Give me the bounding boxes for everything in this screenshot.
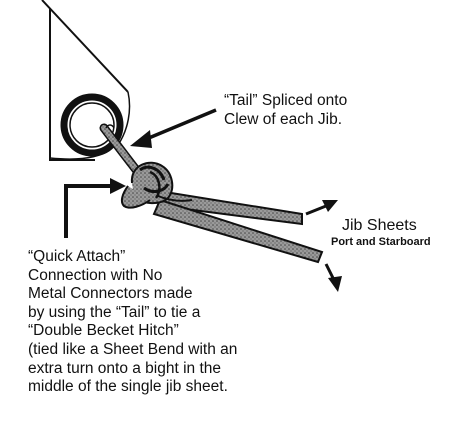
quick-attach-line: by using the “Tail” to tie a — [28, 303, 201, 321]
sheet-arrow-lower — [324, 263, 342, 292]
quick-attach-line: Connection with No — [28, 266, 163, 284]
quick-attach-line: extra turn onto a bight in the — [28, 359, 222, 377]
tail-label: “Tail” Spliced onto Clew of each Jib. — [224, 92, 434, 129]
quick-attach-description: “Quick Attach” Connection with No Metal … — [28, 248, 328, 397]
quick-attach-line: middle of the single jib sheet. — [28, 378, 228, 396]
quick-attach-line: “Quick Attach” — [28, 248, 126, 265]
sail-clew — [41, 0, 131, 161]
quick-attach-line: (tied like a Sheet Bend with an — [28, 340, 238, 358]
quick-attach-line: “Double Becket Hitch” — [28, 322, 179, 340]
knot-arrow — [64, 178, 126, 238]
tail-label-line2: Clew of each Jib. — [224, 110, 343, 128]
tail-arrow — [130, 108, 217, 148]
sheet-arrow-upper — [305, 200, 338, 216]
jib-sheets-label: Jib Sheets — [342, 217, 417, 234]
double-becket-hitch-knot — [120, 161, 193, 209]
tail-label-line1: “Tail” Spliced onto — [224, 92, 348, 109]
jib-sheets-sublabel: Port and Starboard — [331, 236, 431, 248]
jib-sheet-lower — [152, 198, 324, 264]
clew-ring — [60, 93, 124, 157]
quick-attach-line: Metal Connectors made — [28, 285, 193, 303]
